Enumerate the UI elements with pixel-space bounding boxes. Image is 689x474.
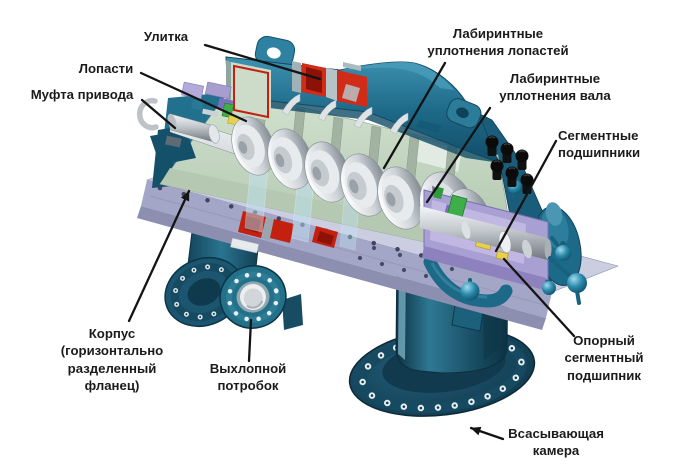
leader-shaft-labyrinth-seals — [425, 106, 492, 204]
bearing-housing — [420, 186, 582, 290]
drain-arm — [423, 255, 513, 308]
leader-blade-labyrinth-seals — [382, 61, 447, 170]
drive-coupling — [136, 97, 220, 144]
flow-vane-arrows — [281, 93, 409, 135]
label-casing-split-flange: Корпус (горизонтально разделенный фланец… — [60, 326, 164, 394]
leader-lines — [127, 43, 576, 441]
leader-thrust-bearing — [502, 257, 576, 338]
leader-casing — [127, 189, 191, 323]
label-drive-coupling: Муфта привода — [30, 87, 134, 102]
label-suction-chamber: Всасывающая камера — [508, 426, 604, 459]
leader-exhaust-branch — [247, 318, 253, 363]
shaft-seal-components-left — [150, 81, 241, 165]
label-thrust-segment-bearing: Опорный сегментный подшипник — [564, 333, 644, 383]
exhaust-nozzle-flange — [219, 265, 287, 329]
section-planes — [244, 163, 361, 251]
label-exhaust-branch: Выхлопной потробок — [209, 361, 287, 394]
label-volute: Улитка — [143, 29, 189, 44]
leader-blades — [139, 71, 248, 123]
bolt-cluster — [485, 135, 534, 194]
volute-cut-sections — [292, 61, 367, 107]
leader-volute — [203, 43, 322, 81]
label-blade-labyrinth-seals: Лабиринтные уплотнения лопастей — [427, 26, 569, 59]
label-segment-bearings: Сегментные подшипники — [558, 128, 641, 161]
leader-suction-chamber — [469, 426, 505, 441]
coupling-guard-ring — [136, 97, 159, 131]
label-blades: Лопасти — [78, 61, 134, 76]
exhaust-leg — [164, 231, 303, 330]
leader-segment-bearings — [494, 139, 558, 253]
leader-drive-coupling — [140, 98, 177, 130]
label-shaft-labyrinth-seals: Лабиринтные уплотнения вала — [499, 71, 611, 104]
